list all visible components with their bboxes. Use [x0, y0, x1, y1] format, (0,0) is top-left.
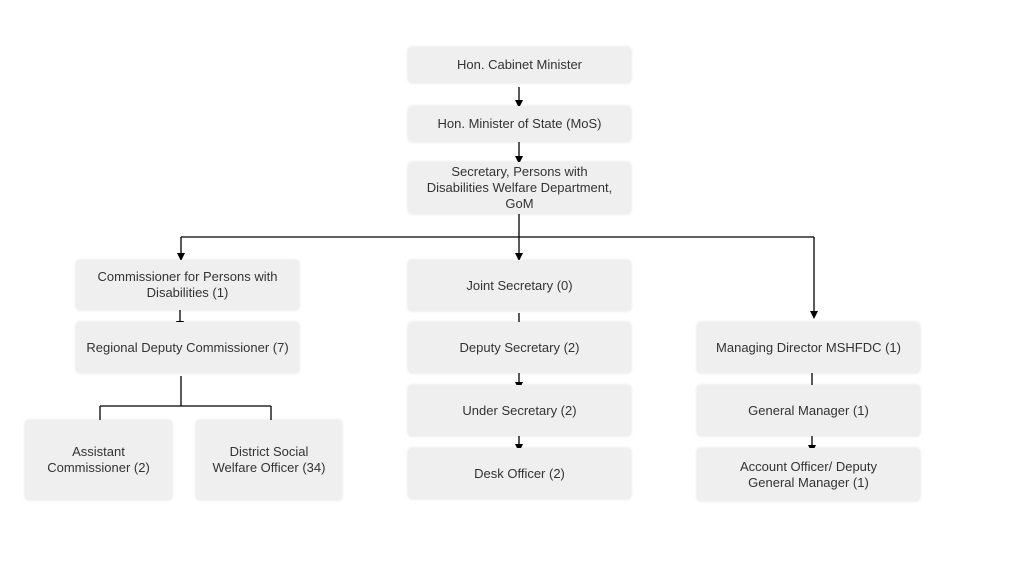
- node-joint-secretary: Joint Secretary (0): [408, 260, 631, 311]
- node-account-officer: Account Officer/ Deputy General Manager …: [697, 448, 920, 501]
- node-cabinet-minister: Hon. Cabinet Minister: [408, 47, 631, 83]
- node-general-manager: General Manager (1): [697, 385, 920, 436]
- node-commissioner: Commissioner for Persons with Disabiliti…: [76, 260, 299, 310]
- node-managing-director: Managing Director MSHFDC (1): [697, 322, 920, 373]
- node-deputy-secretary: Deputy Secretary (2): [408, 322, 631, 373]
- node-assistant-commissioner: Assistant Commissioner (2): [25, 420, 172, 500]
- node-secretary: Secretary, Persons with Disabilities Wel…: [408, 162, 631, 214]
- node-district-social-welfare-officer: District Social Welfare Officer (34): [196, 420, 342, 500]
- node-regional-deputy-commissioner: Regional Deputy Commissioner (7): [76, 322, 299, 373]
- node-minister-of-state: Hon. Minister of State (MoS): [408, 106, 631, 142]
- node-under-secretary: Under Secretary (2): [408, 385, 631, 436]
- node-desk-officer: Desk Officer (2): [408, 448, 631, 499]
